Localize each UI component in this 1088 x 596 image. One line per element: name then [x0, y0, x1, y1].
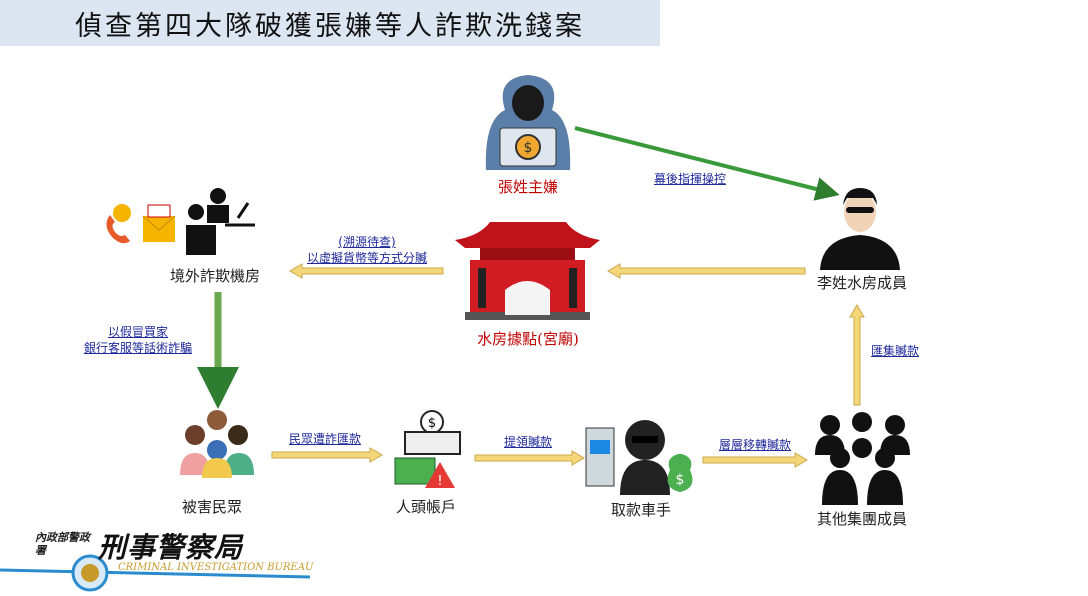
gang-members-icon: [815, 412, 910, 505]
label-li-member: 李姓水房成員: [816, 274, 908, 292]
label-account: 人頭帳戶: [395, 498, 457, 516]
edge-label-collect: 匯集贓款: [870, 344, 920, 358]
cib-logo: [0, 554, 311, 592]
edge-label-line: 以虛擬貨幣等方式分贓: [306, 251, 428, 265]
victims-group-icon: [180, 410, 254, 478]
edge-label-temple-room: (溯源待查) 以虛擬貨幣等方式分贓: [307, 234, 427, 266]
arrow-victims-to-account: [271, 447, 383, 463]
arrow-boss-to-li: [574, 126, 840, 201]
edge-label-remit: 民眾遭詐匯款: [288, 432, 362, 446]
arrow-temple-to-room: [289, 263, 444, 279]
svg-text:$: $: [524, 140, 533, 156]
arrow-runner-to-others: [702, 452, 808, 468]
edge-label-line: 銀行客服等話術詐騙: [83, 341, 193, 355]
logo-org-en: CRIMINAL INVESTIGATION BUREAU: [118, 562, 314, 573]
svg-text:$: $: [428, 416, 436, 431]
arrow-li-to-temple: [607, 263, 806, 279]
svg-text:$: $: [676, 472, 685, 488]
temple-icon: [455, 222, 600, 320]
bank-account-icon: $ !: [394, 410, 461, 489]
arrow-account-to-runner: [474, 450, 585, 466]
call-center-icon: [106, 188, 255, 255]
logo-org-large: 刑事警察局: [98, 531, 244, 564]
edge-label-line: 以假冒買家: [107, 325, 169, 339]
label-runner: 取款車手: [610, 501, 672, 519]
label-others: 其他集團成員: [816, 510, 908, 528]
arrow-others-to-li: [849, 304, 865, 406]
atm-runner-icon: $: [585, 420, 693, 495]
svg-text:!: !: [437, 474, 442, 489]
edge-label-line: (溯源待查): [338, 235, 396, 249]
title-banner: 偵查第四大隊破獲張嫌等人詐欺洗錢案: [0, 0, 660, 46]
label-boss: 張姓主嫌: [497, 178, 559, 196]
edge-label-scam: 以假冒買家銀行客服等話術詐騙: [84, 324, 192, 356]
sunglasses-man-icon: [820, 188, 900, 270]
hooded-hacker-icon: $: [485, 75, 571, 170]
label-fraud-room: 境外詐欺機房: [169, 267, 261, 285]
label-temple: 水房據點(宮廟): [477, 330, 579, 348]
edge-label-withdraw: 提領贓款: [503, 435, 553, 449]
logo-org-small: 內政部警政署: [35, 531, 90, 557]
edge-label-transfer: 層層移轉贓款: [718, 438, 792, 452]
label-victims: 被害民眾: [181, 498, 243, 516]
edge-label-command: 幕後指揮操控: [653, 172, 727, 186]
page-title: 偵查第四大隊破獲張嫌等人詐欺洗錢案: [75, 10, 585, 42]
